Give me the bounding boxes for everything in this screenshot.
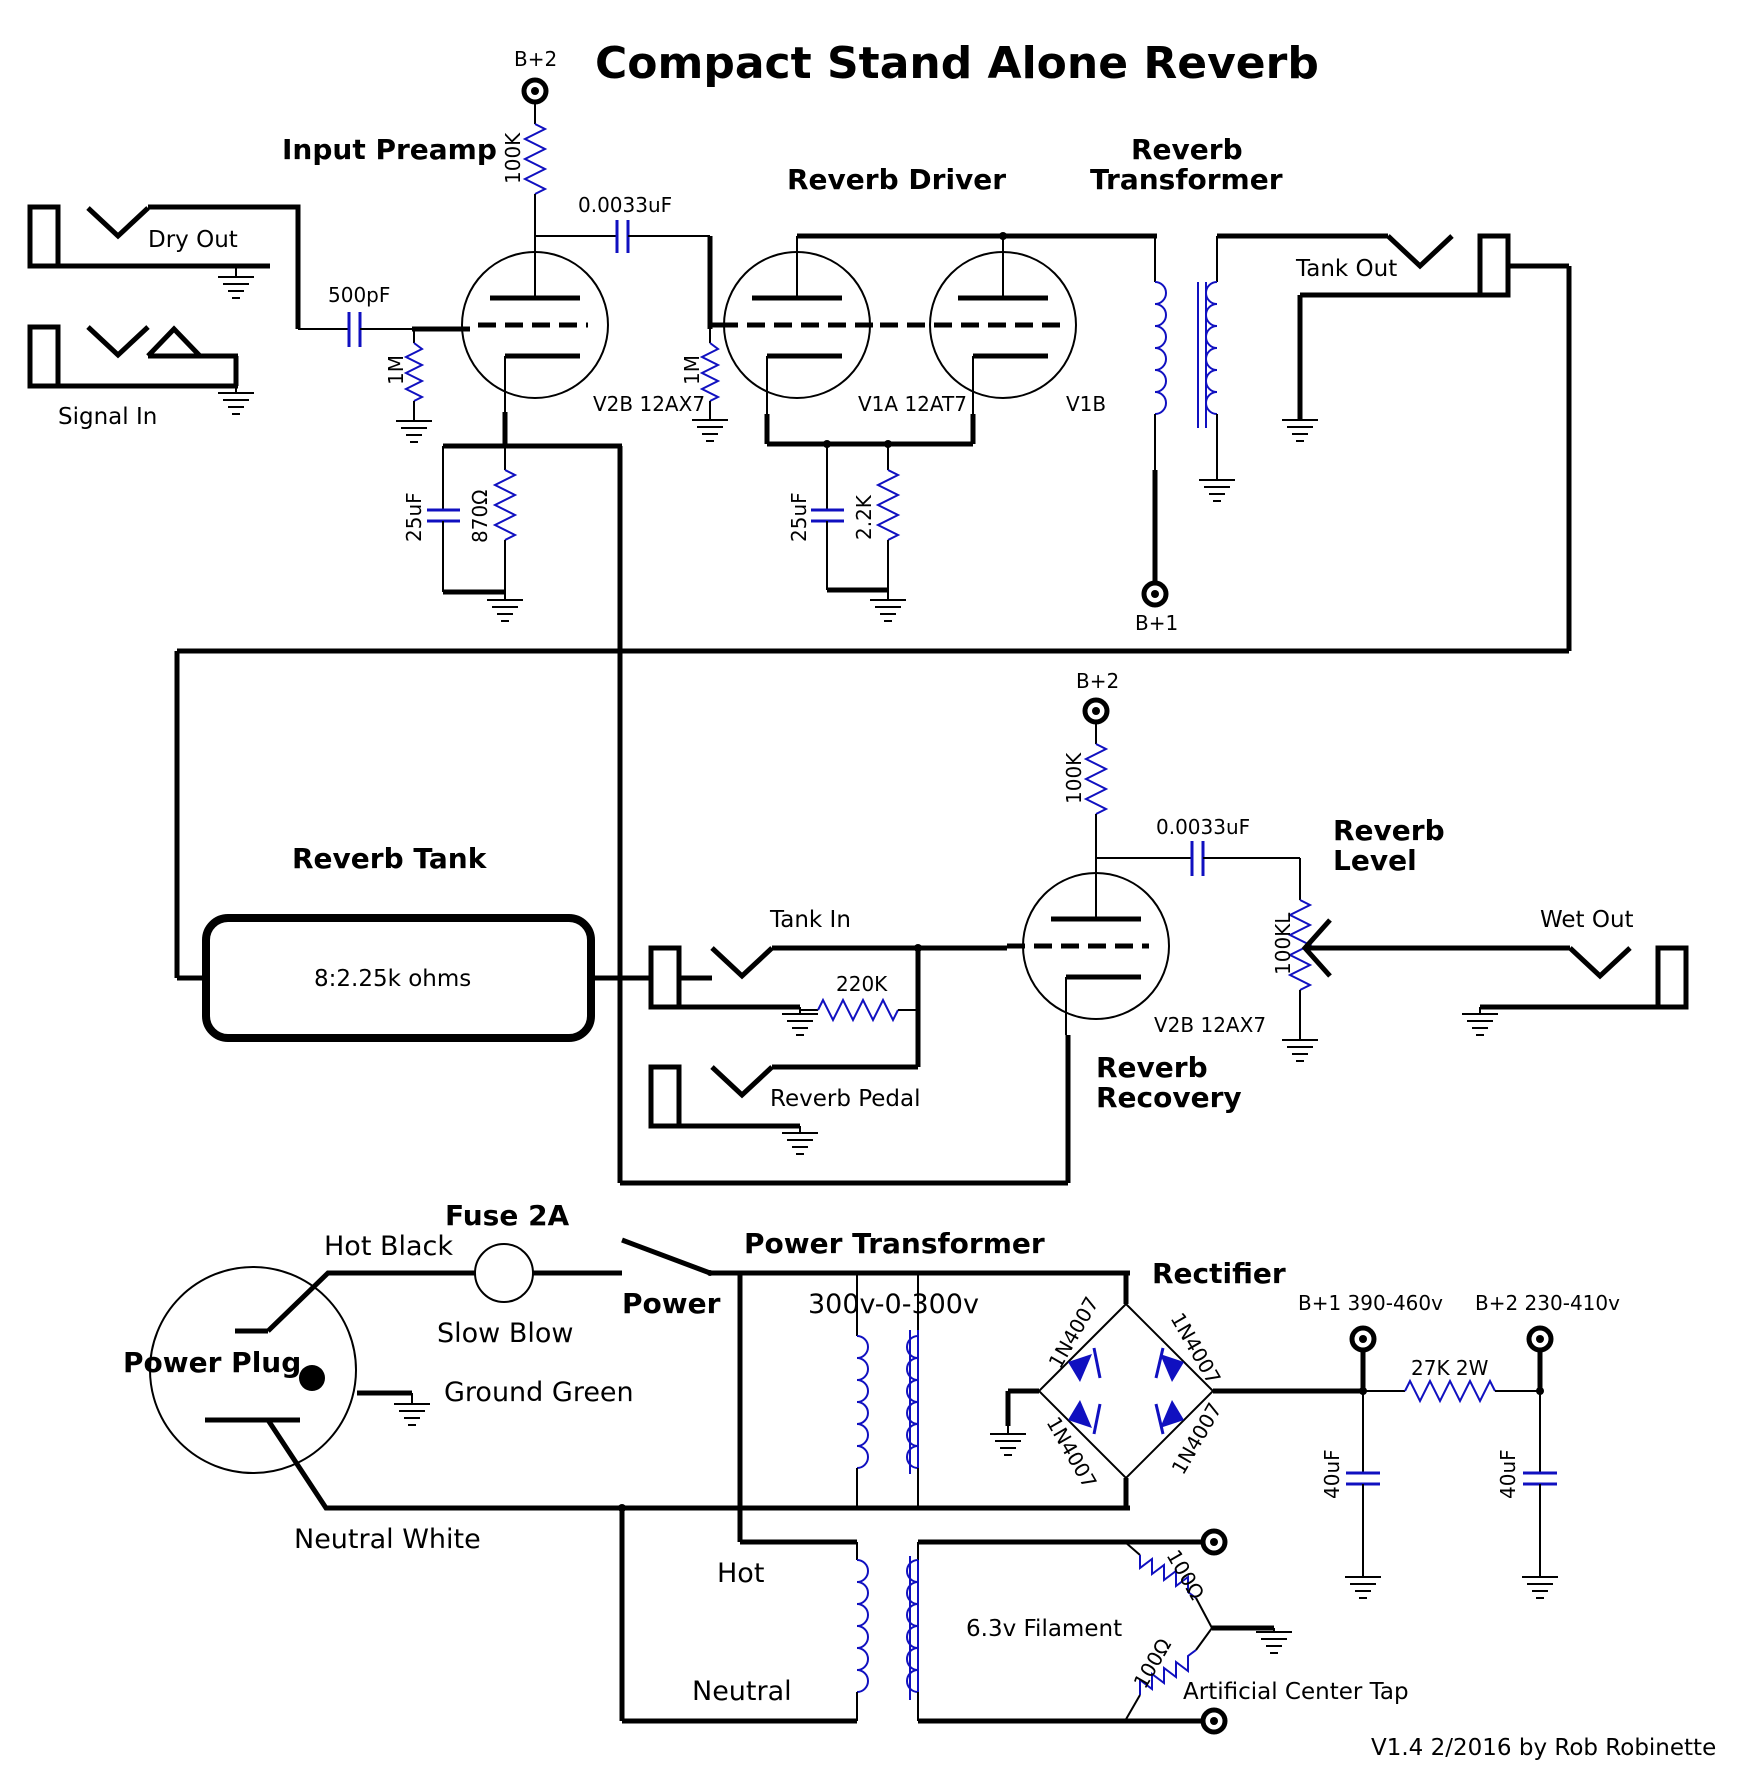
- power-switch[interactable]: Power: [621, 1237, 721, 1320]
- tube-v1a: V1A 12AT7: [720, 236, 967, 416]
- tank-in-label: Tank In: [769, 907, 851, 933]
- coupling-cap-0033-a: 0.0033uF: [535, 193, 710, 253]
- hv-winding-label: 300v-0-300v: [808, 1289, 979, 1320]
- reverb-tank-section: Reverb Tank 8:2.25k ohms: [174, 651, 651, 1042]
- b2-output-label: B+2 230-410v: [1475, 1291, 1620, 1315]
- coupling-cap-0033-a-label: 0.0033uF: [578, 193, 672, 217]
- resistor-1m-driver-label: 1M: [680, 355, 704, 385]
- tube-v2b-recovery: V2B 12AX7: [1007, 872, 1266, 1183]
- input-preamp-heading: Input Preamp: [282, 133, 497, 166]
- dry-out-label: Dry Out: [148, 227, 238, 253]
- cathode-cap-25uf-a-label: 25uF: [402, 492, 426, 542]
- cathode-resistor-2k2-label: 2.2K: [852, 494, 876, 540]
- tube-v2b-recovery-label: V2B 12AX7: [1154, 1013, 1266, 1037]
- tube-v1a-label: V1A 12AT7: [858, 392, 967, 416]
- cathode-resistor-870-label: 870Ω: [468, 490, 492, 543]
- reverb-transformer-section: Reverb Transformer B+1: [1090, 133, 1388, 635]
- reverb-recovery-section: Reverb Recovery B+2 100K V2B 12AX7: [1007, 669, 1301, 1183]
- resistor-220k-label: 220K: [836, 972, 888, 996]
- plate-resistor-100k-preamp: B+2 100K: [501, 47, 557, 252]
- reverb-transformer-heading-1: Reverb: [1131, 133, 1243, 166]
- coupling-cap-0033-b-label: 0.0033uF: [1156, 815, 1250, 839]
- reverb-level-pot-label: 100KL: [1271, 912, 1295, 975]
- signal-in-label: Signal In: [58, 404, 157, 430]
- dry-out-jack: Dry Out: [27, 204, 301, 329]
- reverb-transformer-heading-2: Transformer: [1090, 163, 1283, 196]
- hot-black-label: Hot Black: [324, 1231, 453, 1262]
- neutral-label: Neutral: [692, 1676, 792, 1707]
- diagram-title: Compact Stand Alone Reverb: [595, 38, 1319, 89]
- power-plug: Power Plug: [123, 1266, 357, 1474]
- tube-v1b: V1B: [880, 236, 1106, 416]
- reverb-recovery-heading-2: Recovery: [1096, 1081, 1242, 1114]
- tank-out-label: Tank Out: [1295, 256, 1397, 282]
- fuse-symbol: [474, 1243, 534, 1303]
- power-switch-label: Power: [622, 1287, 721, 1320]
- filter-cap-40uf-a-label: 40uF: [1320, 1449, 1344, 1499]
- tank-in-jack: Tank In: [648, 907, 1007, 1036]
- b1-output-label: B+1 390-460v: [1298, 1291, 1443, 1315]
- reverb-pedal-label: Reverb Pedal: [770, 1086, 921, 1112]
- plate-resistor-100k-recovery-label: 100K: [1062, 752, 1086, 804]
- reverb-driver-section: Reverb Driver 1M V1A 12AT7: [680, 163, 1157, 622]
- b1-rail-label: B+1: [1135, 611, 1178, 635]
- resistor-1m-driver: 1M: [680, 329, 729, 442]
- slow-blow-label: Slow Blow: [437, 1318, 573, 1349]
- b2-rail-label-mid: B+2: [1076, 669, 1119, 693]
- plate-resistor-100k-preamp-label: 100K: [501, 132, 525, 184]
- cathode-cap-25uf-b-label: 25uF: [787, 492, 811, 542]
- neutral-white-label: Neutral White: [294, 1524, 481, 1555]
- cathode-network-preamp: 25uF 870Ω: [402, 412, 622, 622]
- reverb-tank-impedance-label: 8:2.25k ohms: [314, 966, 471, 992]
- center-tap-resistors: 100Ω 100Ω Artificial Center Tap: [1124, 1541, 1409, 1722]
- reverb-recovery-heading-1: Reverb: [1096, 1051, 1208, 1084]
- rectifier-heading: Rectifier: [1152, 1257, 1286, 1290]
- reverb-tank-heading: Reverb Tank: [292, 842, 488, 875]
- center-tap-resistor-b-label: 100Ω: [1129, 1634, 1177, 1692]
- tube-v2b-preamp: V2B 12AX7: [461, 251, 705, 416]
- resistor-1m-grid-label: 1M: [384, 355, 408, 385]
- reverb-driver-heading: Reverb Driver: [787, 163, 1006, 196]
- reverb-level-pot: Reverb Level 100KL: [1271, 814, 1452, 1062]
- version-credit: V1.4 2/2016 by Rob Robinette: [1371, 1735, 1716, 1761]
- tube-v2b-preamp-label: V2B 12AX7: [593, 392, 705, 416]
- power-plug-label: Power Plug: [123, 1346, 301, 1379]
- reverb-level-heading-1: Reverb: [1333, 814, 1445, 847]
- reverb-level-heading-2: Level: [1333, 844, 1417, 877]
- center-tap-resistor-a-label: 100Ω: [1162, 1546, 1210, 1604]
- ground-green-label: Ground Green: [444, 1377, 634, 1408]
- resistor-27k-label: 27K 2W: [1411, 1356, 1489, 1380]
- wet-out-jack: Wet Out: [1452, 907, 1689, 1036]
- tank-out-jack: Tank Out: [177, 233, 1572, 654]
- capacitor-500pf-label: 500pF: [328, 283, 390, 307]
- capacitor-500pf: 500pF: [298, 283, 412, 347]
- b2-rail-label-top: B+2: [514, 47, 557, 71]
- hot-label: Hot: [717, 1558, 764, 1589]
- filament-label: 6.3v Filament: [966, 1616, 1122, 1642]
- resistor-1m-grid: 1M: [384, 329, 433, 443]
- cathode-network-driver: 25uF 2.2K: [764, 414, 976, 622]
- fuse-heading: Fuse 2A: [445, 1199, 570, 1232]
- input-preamp-section: Input Preamp Dry Out Signal In: [27, 47, 713, 622]
- power-transformer-heading: Power Transformer: [744, 1227, 1045, 1260]
- signal-in-jack: Signal In: [27, 324, 255, 430]
- b-plus-supply: B+1 390-460v B+2 230-410v 27K 2W 40uF: [1298, 1291, 1620, 1599]
- filter-cap-40uf-b-label: 40uF: [1496, 1449, 1520, 1499]
- resistor-220k: 220K: [800, 972, 918, 1023]
- power-section: Power Plug Hot Black Fuse 2A Slow Blow G…: [123, 1199, 1620, 1735]
- coupling-cap-0033-b: 0.0033uF: [1096, 815, 1301, 900]
- reverb-pedal-jack: Reverb Pedal: [648, 1064, 921, 1155]
- wet-out-label: Wet Out: [1540, 907, 1634, 933]
- center-tap-label: Artificial Center Tap: [1183, 1679, 1409, 1705]
- tube-v1b-label: V1B: [1066, 392, 1106, 416]
